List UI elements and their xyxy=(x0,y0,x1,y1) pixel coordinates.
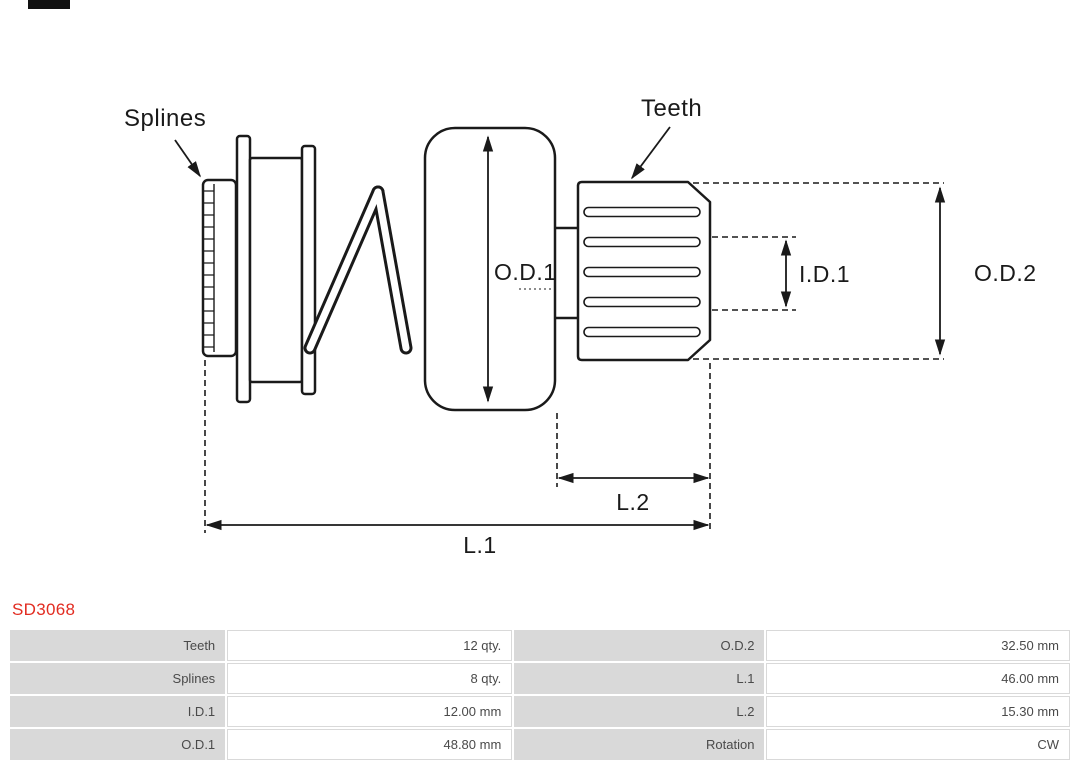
spec-table: Teeth 12 qty. O.D.2 32.50 mm Splines 8 q… xyxy=(10,630,1070,760)
spec-value-l2: 15.30 mm xyxy=(766,696,1070,727)
spec-label-teeth: Teeth xyxy=(10,630,226,661)
l1-dimension: L.1 xyxy=(204,360,710,558)
spec-value-id1: 12.00 mm xyxy=(227,696,513,727)
l1-label: L.1 xyxy=(463,532,496,558)
spec-value-l1: 46.00 mm xyxy=(766,663,1070,694)
shaft-neck xyxy=(555,226,578,320)
id1-dimension: I.D.1 xyxy=(712,236,850,311)
spec-label-l1: L.1 xyxy=(514,663,765,694)
logo-bar xyxy=(28,0,70,9)
id1-label: I.D.1 xyxy=(799,261,850,287)
teeth-label: Teeth xyxy=(641,95,702,122)
spec-label-od1: O.D.1 xyxy=(10,729,226,760)
splined-hub xyxy=(201,178,238,358)
spec-value-teeth: 12 qty. xyxy=(227,630,513,661)
spec-label-rotation: Rotation xyxy=(514,729,765,760)
spec-value-od1: 48.80 mm xyxy=(227,729,513,760)
splines-label: Splines xyxy=(124,105,206,132)
spring xyxy=(303,185,413,355)
od2-label: O.D.2 xyxy=(974,260,1037,286)
spec-value-od2: 32.50 mm xyxy=(766,630,1070,661)
splines-arrow xyxy=(174,139,201,178)
flange-discs xyxy=(235,134,317,404)
pinion-gear xyxy=(576,180,712,362)
part-code: SD3068 xyxy=(12,600,76,619)
technical-drawing: Splines Teeth O.D.1 xyxy=(124,95,1037,558)
od2-dimension: O.D.2 xyxy=(693,182,1037,360)
spec-value-splines: 8 qty. xyxy=(227,663,513,694)
spec-label-id1: I.D.1 xyxy=(10,696,226,727)
teeth-arrow xyxy=(631,126,671,180)
l2-dimension: L.2 xyxy=(556,363,711,533)
l2-label: L.2 xyxy=(616,489,649,515)
spec-label-splines: Splines xyxy=(10,663,226,694)
spec-label-od2: O.D.2 xyxy=(514,630,765,661)
spec-value-rotation: CW xyxy=(766,729,1070,760)
od1-dimension: O.D.1 xyxy=(482,135,557,403)
spec-label-l2: L.2 xyxy=(514,696,765,727)
od1-label: O.D.1 xyxy=(494,259,557,285)
